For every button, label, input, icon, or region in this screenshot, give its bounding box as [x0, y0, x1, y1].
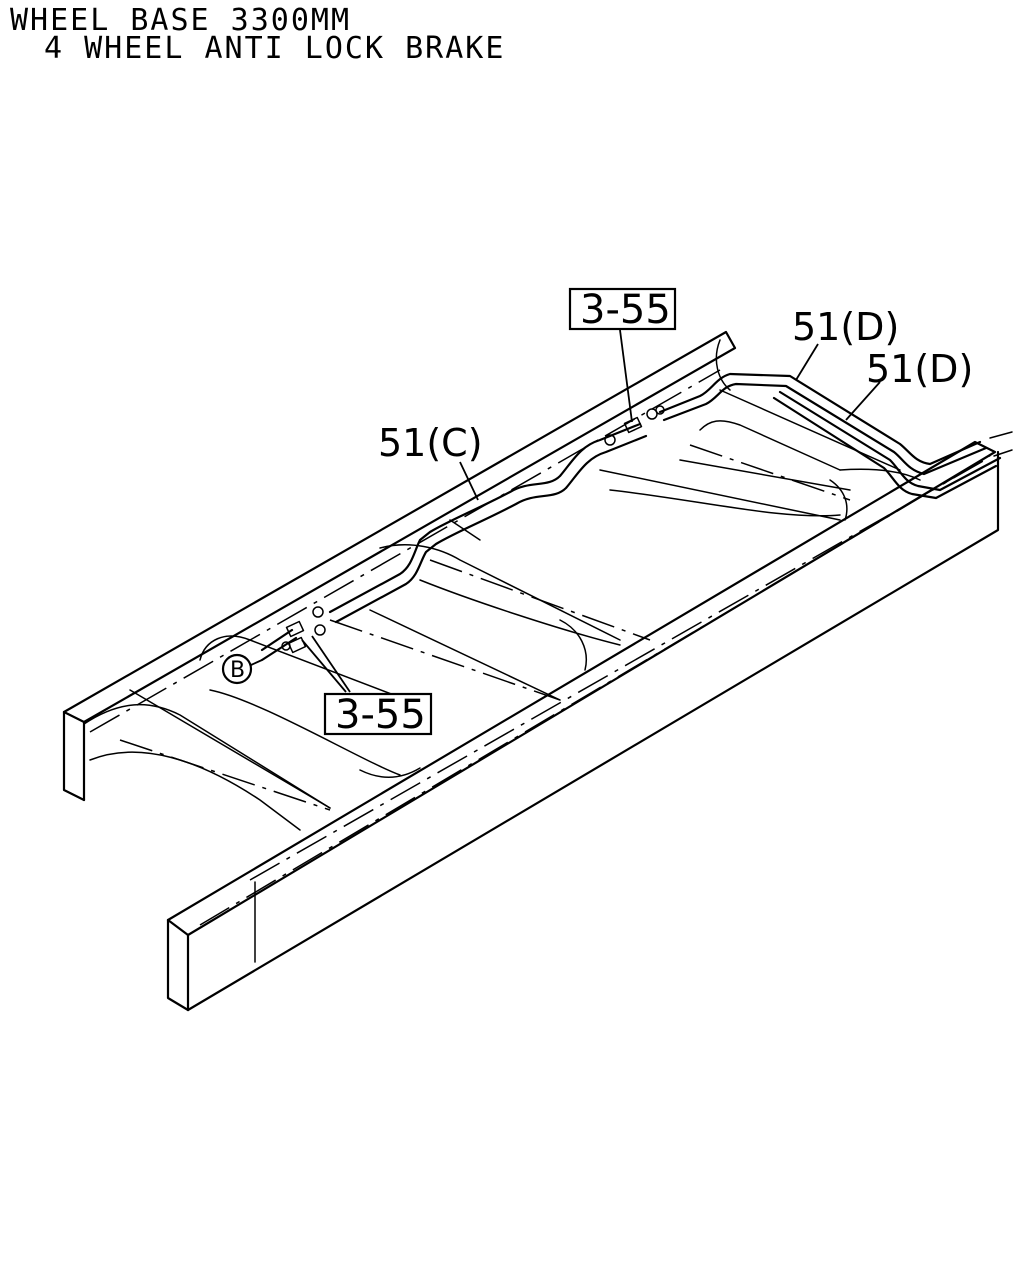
ref-box-bottom-label: 3-55	[335, 692, 426, 738]
cross-member-2	[199, 609, 561, 778]
label-pipe-51d-upper: 51(D)	[792, 305, 899, 349]
ref-box-bottom: 3-55	[323, 692, 433, 738]
label-pipe-51d-lower: 51(D)	[866, 347, 973, 391]
fittings-bottom	[281, 606, 326, 654]
brake-pipe-51d-lower	[778, 390, 1002, 492]
header-line-1: WHEEL BASE 3300MM	[10, 3, 351, 38]
leader-lines	[301, 329, 881, 693]
label-pipe-51c: 51(C)	[378, 421, 483, 465]
frame-drawing	[62, 330, 1000, 1012]
fittings-top	[604, 405, 665, 446]
ref-box-top-label: 3-55	[580, 287, 671, 333]
cross-member-4	[599, 420, 851, 521]
cross-member-1	[83, 689, 331, 831]
cross-member-far-end	[719, 389, 921, 481]
marker-b: B	[221, 653, 263, 685]
right-side-rail	[166, 440, 1000, 1012]
header-line-2: 4 WHEEL ANTI LOCK BRAKE	[44, 31, 505, 66]
brake-pipes	[260, 372, 1013, 662]
marker-b-label: B	[230, 658, 245, 683]
brake-pipe-51c	[328, 422, 642, 614]
brake-pipe-51d-upper	[658, 372, 982, 466]
ref-box-top: 3-55	[568, 287, 677, 333]
left-side-rail	[62, 330, 737, 802]
